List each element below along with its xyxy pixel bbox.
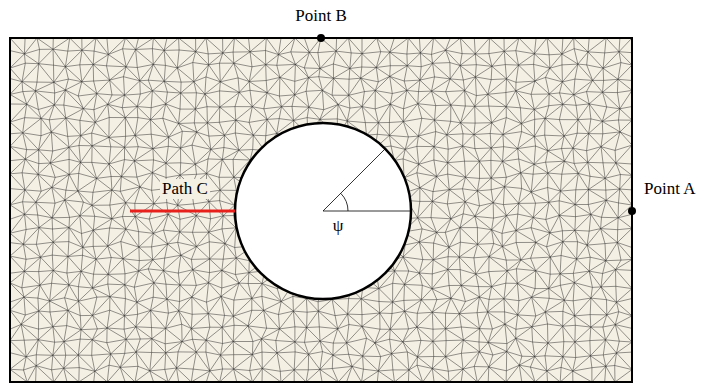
plate-boundary bbox=[10, 38, 632, 382]
plate-ground bbox=[10, 38, 632, 382]
point-label: Point A bbox=[642, 179, 698, 199]
hole-fill bbox=[235, 123, 411, 299]
hole-boundary bbox=[235, 123, 411, 299]
point-label: Point B bbox=[293, 6, 349, 26]
finite-element-mesh bbox=[10, 38, 632, 382]
radius-line bbox=[323, 149, 385, 211]
path-line bbox=[130, 210, 235, 213]
point-marker bbox=[628, 207, 636, 215]
path-label: Path C bbox=[160, 179, 210, 199]
reference-line bbox=[323, 211, 411, 212]
angle-arc bbox=[341, 193, 348, 211]
point-marker bbox=[317, 34, 325, 42]
angle-symbol: ψ bbox=[331, 216, 346, 236]
